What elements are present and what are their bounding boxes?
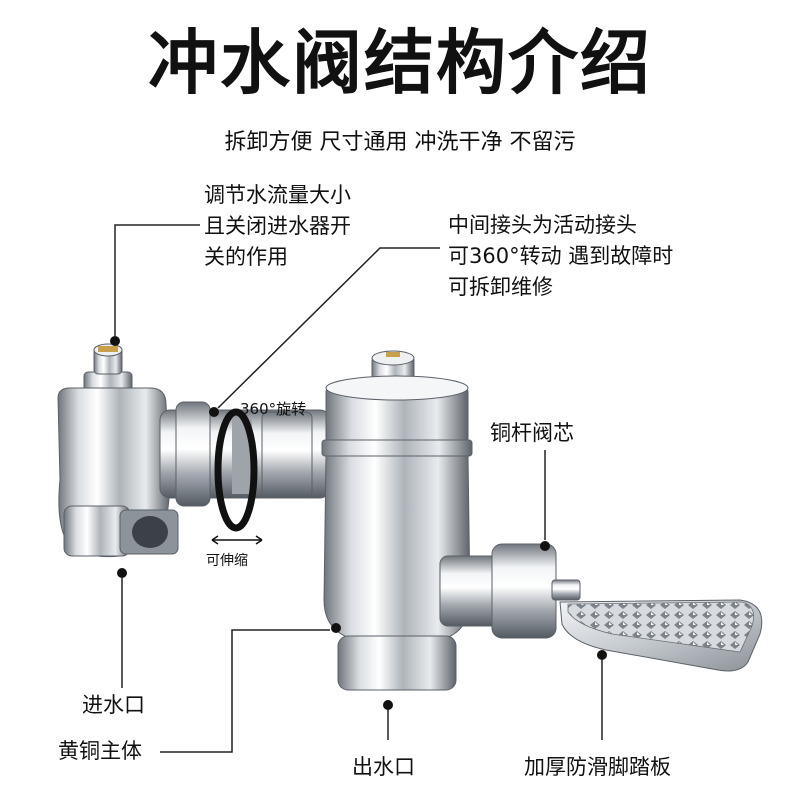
annotation-telescopic: 可伸缩 bbox=[206, 553, 248, 569]
callout-pedal: 加厚防滑脚踏板 bbox=[524, 755, 671, 779]
callout-inlet: 进水口 bbox=[82, 693, 145, 717]
inlet-valve-body bbox=[57, 343, 179, 558]
leader-lines bbox=[114, 224, 603, 753]
callout-swivel-joint: 中间接头为活动接头 可360°转动 遇到故障时 可拆卸维修 bbox=[448, 210, 673, 303]
main-valve-body bbox=[321, 350, 473, 691]
leader-dots bbox=[110, 336, 607, 710]
callout-brass-body: 黄铜主体 bbox=[58, 739, 142, 763]
brass-core-arm bbox=[439, 543, 581, 639]
swivel-pipe bbox=[159, 401, 331, 507]
callout-flow-control-line-2: 且关闭进水器开 bbox=[204, 214, 351, 238]
callout-flow-control-line-1: 调节水流量大小 bbox=[204, 183, 351, 207]
callout-outlet: 出水口 bbox=[352, 755, 415, 779]
callout-swivel-joint-line-1: 中间接头为活动接头 bbox=[448, 213, 637, 237]
callout-swivel-joint-line-3: 可拆卸维修 bbox=[448, 275, 553, 299]
foot-pedal bbox=[559, 599, 763, 672]
callout-flow-control-line-3: 关的作用 bbox=[204, 245, 288, 269]
callout-swivel-joint-line-2: 可360°转动 遇到故障时 bbox=[448, 244, 674, 268]
annotation-rotate: 360°旋转 bbox=[240, 400, 307, 418]
callout-brass-core: 铜杆阀芯 bbox=[490, 421, 574, 445]
page-subtitle: 拆卸方便 尺寸通用 冲洗干净 不留污 bbox=[224, 130, 576, 155]
page-title: 冲水阀结构介绍 bbox=[148, 22, 652, 104]
callout-flow-control: 调节水流量大小 且关闭进水器开 关的作用 bbox=[204, 180, 351, 273]
rotation-ring bbox=[214, 408, 258, 532]
